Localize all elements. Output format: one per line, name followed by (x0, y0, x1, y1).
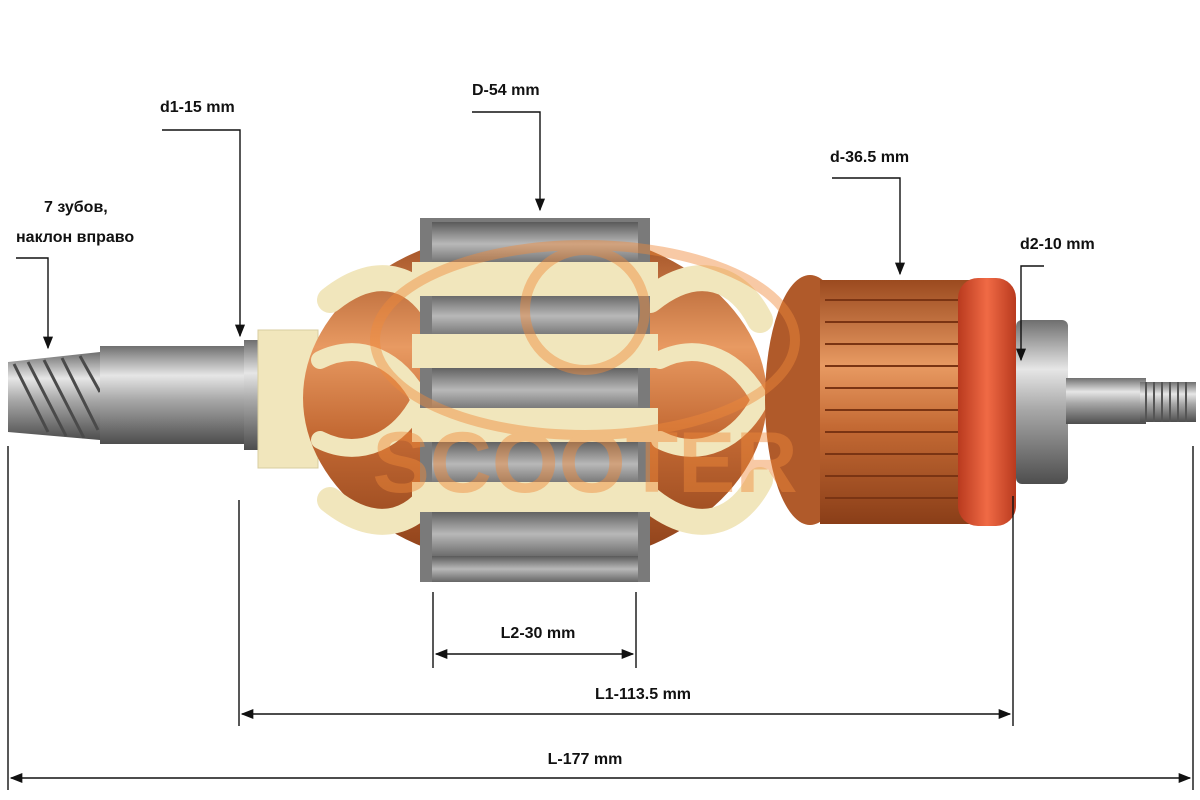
scooter-watermark: SCOOTER (370, 240, 800, 511)
label-d: d-36.5 mm (830, 149, 909, 166)
callout-d1 (162, 129, 246, 338)
label-L: L-177 mm (548, 751, 623, 768)
label-L1: L1-113.5 mm (595, 686, 691, 703)
rear-shaft (1066, 378, 1146, 424)
label-L2: L2-30 mm (501, 625, 576, 642)
front-shaft (168, 346, 248, 444)
threaded-end (1140, 382, 1196, 422)
rear-bearing (1016, 320, 1068, 484)
watermark-text: SCOOTER (372, 415, 797, 511)
label-D: D-54 mm (472, 82, 540, 99)
armature (8, 218, 1196, 582)
commutator (765, 275, 970, 525)
label-d1: d1-15 mm (160, 99, 235, 116)
dimension-L2 (432, 592, 637, 668)
label-d2: d2-10 mm (1020, 236, 1095, 253)
dimension-L1 (238, 496, 1014, 726)
lamination-stack (412, 218, 658, 582)
callout-d2 (1015, 265, 1044, 362)
red-insulator-ring (958, 278, 1016, 526)
gear-pinion (8, 352, 102, 440)
callout-gear (16, 257, 54, 350)
front-bearing (100, 346, 172, 444)
dimension-L (7, 446, 1194, 790)
callout-D (472, 111, 546, 212)
label-gear-direction: наклон вправо (16, 229, 134, 246)
label-gear-teeth: 7 зубов, (44, 199, 108, 216)
callout-d (832, 177, 906, 276)
